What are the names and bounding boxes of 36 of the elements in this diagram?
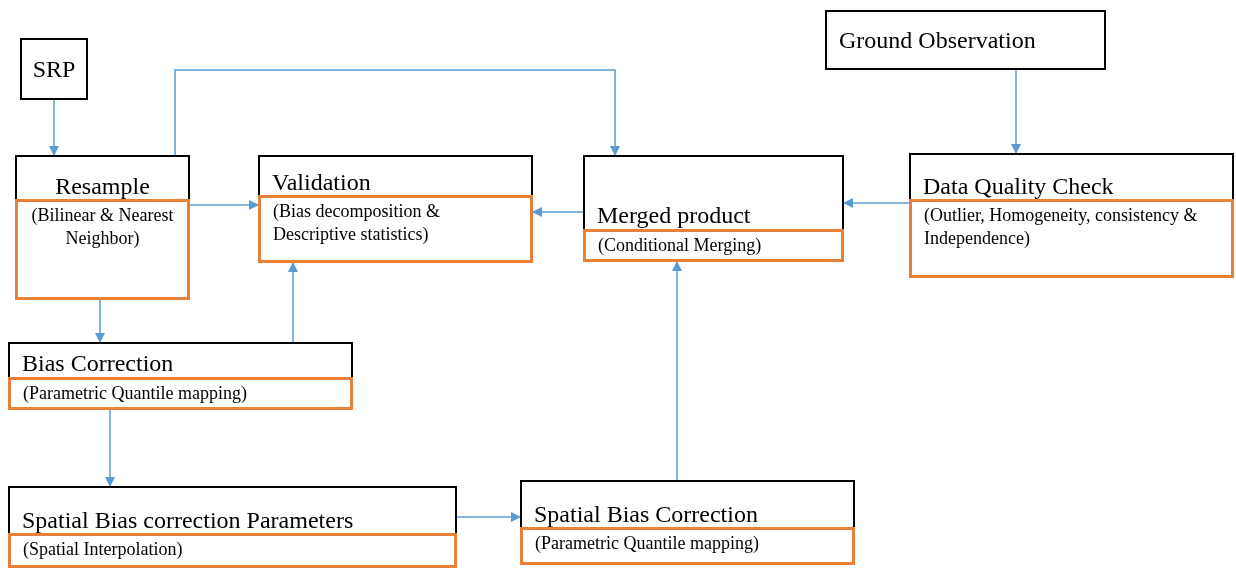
box-title: Data Quality Check bbox=[923, 172, 1114, 199]
box-title: Merged product bbox=[597, 202, 751, 229]
arrow bbox=[1011, 69, 1021, 154]
arrow bbox=[105, 409, 115, 487]
arrow bbox=[456, 512, 521, 522]
process-box bbox=[825, 10, 1106, 70]
method-panel: (Conditional Merging) bbox=[583, 228, 844, 262]
method-panel: (Parametric Quantile mapping) bbox=[520, 527, 855, 565]
box-title: Bias Correction bbox=[22, 350, 174, 377]
box-title: SRP bbox=[32, 55, 76, 83]
arrow bbox=[49, 99, 59, 156]
process-box bbox=[520, 480, 855, 565]
arrow bbox=[672, 261, 682, 481]
arrow bbox=[174, 69, 620, 156]
method-panel: (Bilinear & Nearest Neighbor) bbox=[15, 199, 190, 300]
method-panel: (Parametric Quantile mapping) bbox=[8, 376, 353, 410]
method-panel: (Outlier, Homogeneity, consistency & Independence) bbox=[909, 199, 1234, 278]
process-box bbox=[258, 155, 533, 263]
process-box bbox=[15, 155, 190, 300]
box-title: Resample bbox=[55, 172, 150, 199]
arrow bbox=[189, 200, 259, 210]
process-box bbox=[583, 155, 844, 262]
process-box bbox=[20, 38, 88, 100]
process-box bbox=[8, 486, 457, 568]
box-title: Spatial Bias correction Parameters bbox=[22, 506, 354, 533]
box-title: Ground Observation bbox=[839, 26, 1036, 54]
method-panel: (Spatial Interpolation) bbox=[8, 533, 457, 568]
box-title: Spatial Bias Correction bbox=[534, 500, 758, 527]
box-title: Validation bbox=[272, 168, 371, 195]
arrow bbox=[95, 299, 105, 343]
process-box bbox=[8, 342, 353, 410]
arrow bbox=[532, 207, 584, 217]
method-panel: (Bias decomposition & Descriptive statistics) bbox=[258, 195, 533, 263]
arrow bbox=[843, 198, 910, 208]
arrow bbox=[288, 262, 298, 343]
process-box bbox=[909, 153, 1234, 278]
